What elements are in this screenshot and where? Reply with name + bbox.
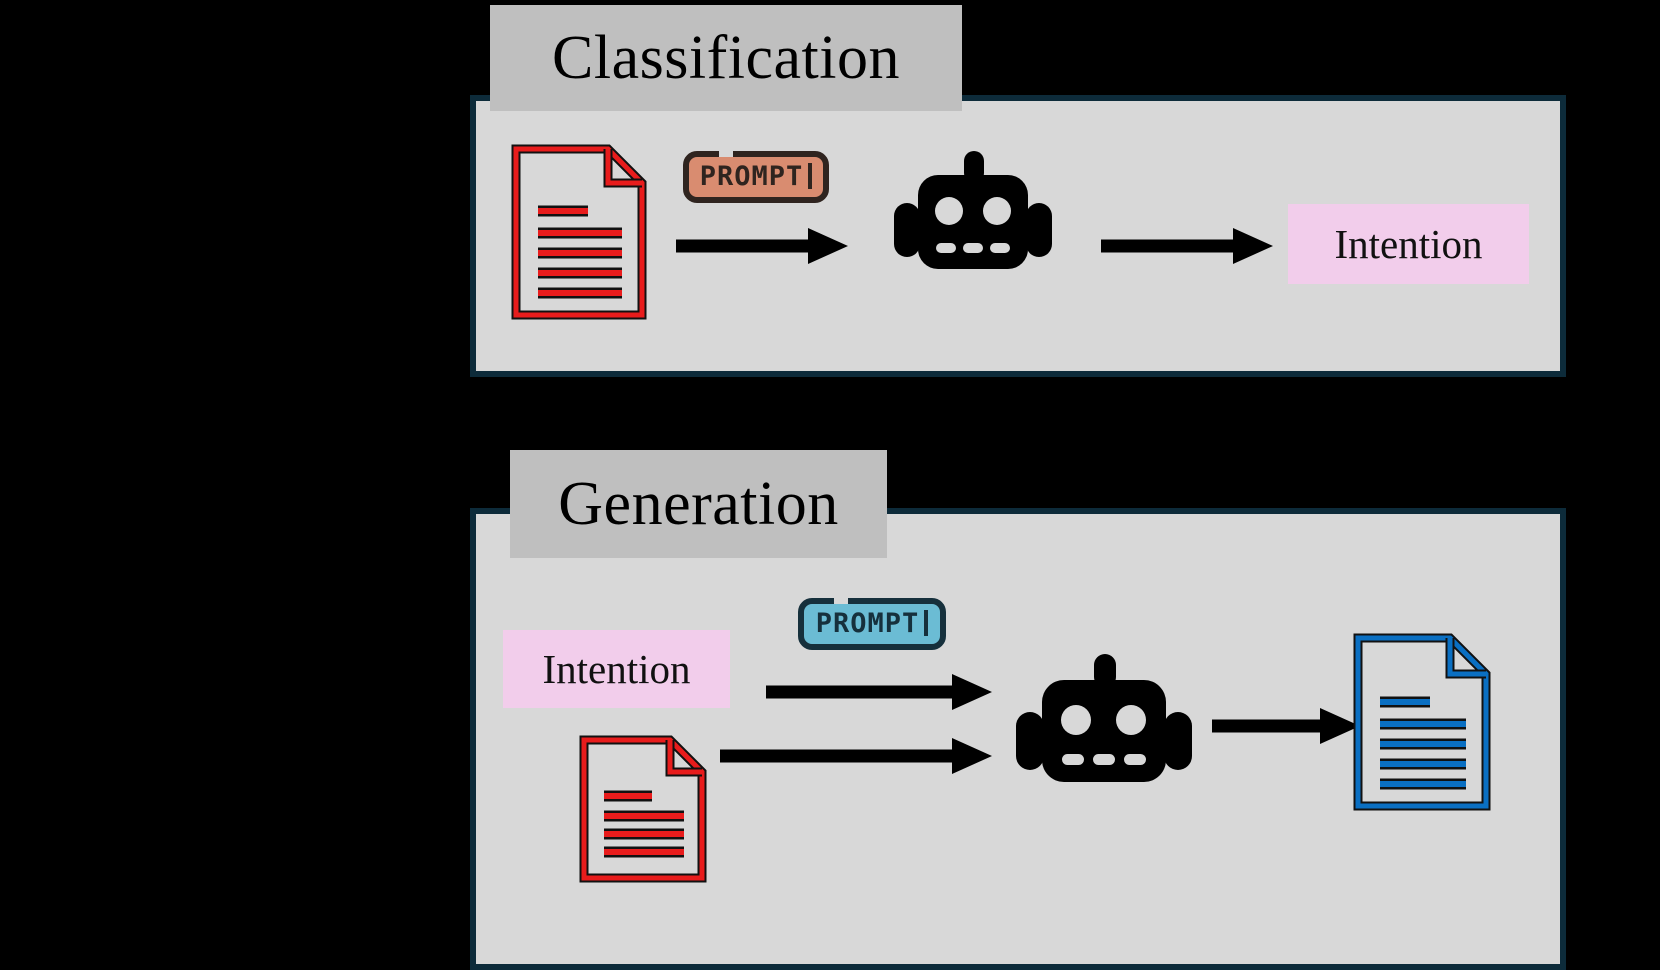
classification-output-intention-chip[interactable]: Intention bbox=[1288, 204, 1529, 284]
badge-notch bbox=[719, 151, 733, 157]
generation-arrow-intention-to-model bbox=[766, 672, 992, 712]
classification-prompt-badge[interactable]: PROMPT bbox=[683, 151, 829, 203]
classification-arrow-model-to-output bbox=[1101, 226, 1273, 266]
panel-title-classification: Classification bbox=[490, 5, 962, 111]
generation-input-document-icon bbox=[579, 735, 707, 883]
generation-robot-icon bbox=[1016, 654, 1192, 782]
generation-arrow-model-to-output bbox=[1212, 706, 1360, 746]
classification-arrow-doc-to-model bbox=[676, 226, 848, 266]
panel-generation bbox=[470, 508, 1566, 970]
generation-input-intention-label: Intention bbox=[542, 646, 691, 692]
generation-input-intention-chip[interactable]: Intention bbox=[503, 630, 730, 708]
generation-arrow-document-to-model bbox=[720, 736, 992, 776]
text-cursor-icon bbox=[924, 610, 929, 636]
classification-robot-icon bbox=[894, 151, 1052, 269]
generation-prompt-label: PROMPT bbox=[815, 607, 920, 639]
classification-prompt-label: PROMPT bbox=[699, 160, 804, 192]
generation-prompt-badge[interactable]: PROMPT bbox=[798, 598, 946, 650]
panel-title-generation: Generation bbox=[510, 450, 887, 558]
classification-output-intention-label: Intention bbox=[1334, 221, 1483, 267]
text-cursor-icon bbox=[808, 163, 813, 189]
panel-title-classification-label: Classification bbox=[552, 23, 900, 92]
classification-input-document-icon bbox=[511, 144, 647, 320]
badge-notch bbox=[834, 598, 848, 604]
generation-output-document-icon bbox=[1353, 633, 1491, 811]
panel-title-generation-label: Generation bbox=[558, 469, 839, 538]
